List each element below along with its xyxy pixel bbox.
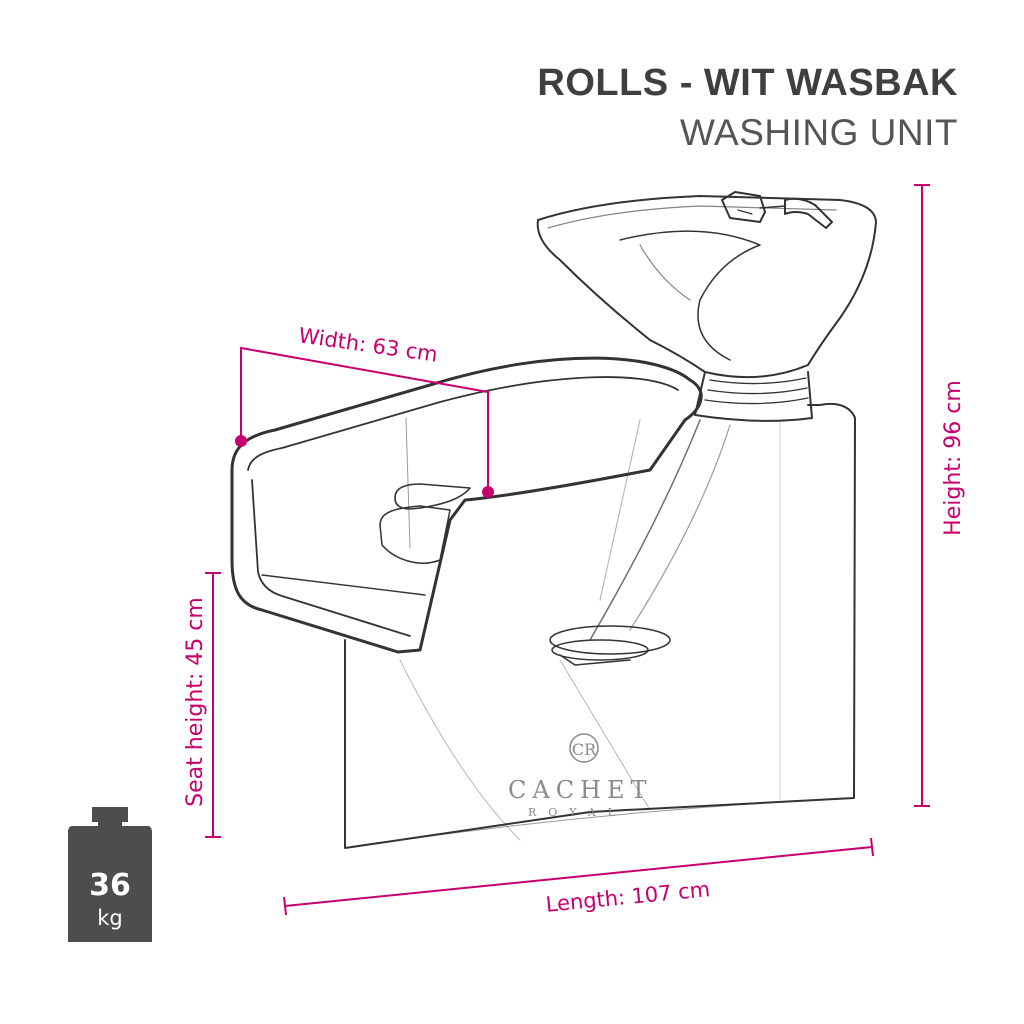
brand-monogram-text: CR: [572, 740, 597, 759]
seat-height-dimension: [205, 572, 221, 838]
basin-bowl: [536, 195, 877, 379]
footrest: [549, 625, 671, 666]
brand-monogram: CR: [569, 733, 599, 763]
width-endpoint-right: [482, 486, 494, 498]
length-dimension: [283, 837, 874, 916]
chair-shell: [230, 356, 703, 654]
brand-name: CACHET: [508, 776, 653, 804]
height-dimension: [914, 184, 930, 807]
weight-icon: [68, 807, 152, 942]
washing-unit-sketch: [230, 191, 877, 849]
product-subtitle: WASHING UNIT: [679, 112, 958, 153]
width-dimension: [235, 346, 494, 498]
base-pedestal: [344, 402, 856, 849]
product-title: ROLLS - WIT WASBAK: [537, 62, 958, 104]
basin-column: [589, 371, 813, 641]
weight-unit: kg: [97, 906, 123, 930]
height-label: Height: 96 cm: [941, 380, 966, 536]
seat-height-label: Seat height: 45 cm: [183, 597, 208, 807]
faucet: [721, 191, 833, 229]
length-label: Length: 107 cm: [545, 877, 711, 917]
brand-subname: ROYAL: [528, 806, 627, 819]
width-endpoint-left: [235, 435, 247, 447]
weight-value: 36: [89, 868, 131, 903]
width-label: Width: 63 cm: [297, 323, 439, 366]
